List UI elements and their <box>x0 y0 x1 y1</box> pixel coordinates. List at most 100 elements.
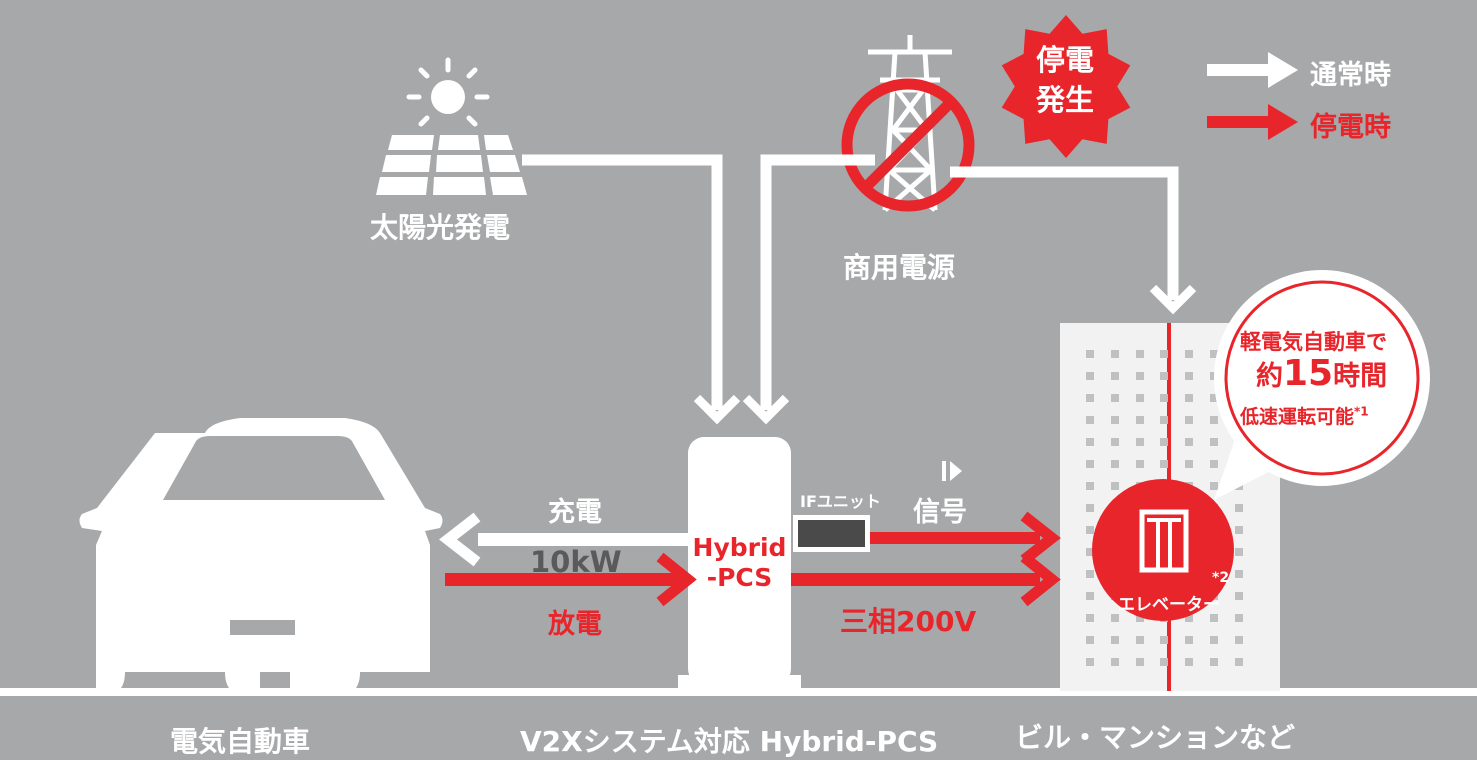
building-window <box>1185 372 1193 380</box>
building-window <box>1185 614 1193 622</box>
building-window <box>1136 350 1144 358</box>
building-caption: ビル・マンションなど <box>1015 721 1296 754</box>
callout-hours-number: 15 <box>1283 353 1334 394</box>
charge-arrow <box>439 512 690 567</box>
pcs-label-line2: -PCS <box>706 563 773 592</box>
building-window <box>1160 416 1168 424</box>
building-window <box>1235 658 1243 666</box>
building-window <box>1185 658 1193 666</box>
building-window <box>1185 636 1193 644</box>
building-window <box>1210 350 1218 358</box>
building-window <box>1210 636 1218 644</box>
grid-label: 商用電源 <box>843 251 956 284</box>
sun-icon <box>406 57 490 127</box>
building-window <box>1136 460 1144 468</box>
building-window <box>1086 350 1094 358</box>
charge-label: 充電 <box>548 497 602 528</box>
building-window <box>1136 394 1144 402</box>
building-window <box>1136 658 1144 666</box>
building-window <box>1111 482 1119 490</box>
discharge-arrow <box>445 552 697 607</box>
elevator-note: *2 <box>1212 570 1230 586</box>
building-window <box>1136 416 1144 424</box>
power-label: 10kW <box>530 545 622 579</box>
building-window <box>1210 658 1218 666</box>
building-window <box>1086 482 1094 490</box>
building-window <box>1086 570 1094 578</box>
building-window <box>1086 438 1094 446</box>
building-window <box>1111 460 1119 468</box>
building-window <box>1086 504 1094 512</box>
grid-to-building-line <box>950 166 1197 315</box>
building-window <box>1160 394 1168 402</box>
pcs-caption: V2Xシステム対応 Hybrid-PCS <box>520 725 939 758</box>
building-window <box>1235 614 1243 622</box>
building-window <box>1185 438 1193 446</box>
callout-inner-ring <box>1224 280 1420 476</box>
building-window <box>1111 416 1119 424</box>
pcs-label-line1: Hybrid <box>692 533 787 562</box>
building-window <box>1235 548 1243 556</box>
building-window <box>1086 658 1094 666</box>
building-window <box>1086 460 1094 468</box>
building-window <box>1235 570 1243 578</box>
building-window <box>1086 614 1094 622</box>
building-window <box>1185 460 1193 468</box>
legend-outage-arrow <box>1207 104 1298 140</box>
elevator-circle <box>1092 479 1234 621</box>
building-window <box>1235 592 1243 600</box>
outage-burst-line1: 停電 <box>1036 43 1095 77</box>
callout-line2-prefix: 約 <box>1256 361 1283 392</box>
if-unit-label: IFユニット <box>800 492 881 511</box>
signal-icon <box>942 461 962 481</box>
building-window <box>1086 372 1094 380</box>
building-window <box>1136 614 1144 622</box>
building-window <box>1160 636 1168 644</box>
building-window <box>1136 438 1144 446</box>
solar-to-pcs-line <box>522 154 741 425</box>
car-caption: 電気自動車 <box>170 725 311 758</box>
callout-line2: 約15時間 <box>1256 354 1387 397</box>
building-window <box>1086 416 1094 424</box>
building-window <box>1160 658 1168 666</box>
building-window <box>1210 394 1218 402</box>
callout-line3-text: 低速運転可能 <box>1240 406 1355 428</box>
elevator-icon <box>1139 509 1189 573</box>
building-window <box>1086 636 1094 644</box>
building-window <box>1160 350 1168 358</box>
building-window <box>1111 658 1119 666</box>
ground-line <box>0 688 1477 696</box>
building-window <box>1235 636 1243 644</box>
signal-label: 信号 <box>913 497 967 528</box>
building-window <box>1086 526 1094 534</box>
solar-panel-icon <box>376 135 527 195</box>
building-window <box>1136 636 1144 644</box>
car-details <box>163 436 385 635</box>
three-phase-label: 三相200V <box>840 605 977 638</box>
pcs-unit <box>688 437 791 685</box>
legend-normal-arrow <box>1207 52 1298 88</box>
building-window <box>1160 438 1168 446</box>
building-window <box>1111 438 1119 446</box>
if-unit-panel <box>798 520 865 547</box>
legend-outage-label: 停電時 <box>1310 112 1391 143</box>
discharge-label: 放電 <box>548 609 602 640</box>
building-window <box>1086 592 1094 600</box>
building-window <box>1160 460 1168 468</box>
building-window <box>1185 394 1193 402</box>
pcs-base <box>678 675 801 691</box>
three-phase-arrow <box>791 552 1061 607</box>
building-window <box>1210 460 1218 468</box>
pcs-label: Hybrid -PCS <box>692 533 787 593</box>
building-window <box>1160 372 1168 380</box>
outage-burst-shape <box>1001 15 1131 158</box>
building-window <box>1111 394 1119 402</box>
building-window <box>1111 350 1119 358</box>
solar-label: 太陽光発電 <box>370 211 511 244</box>
outage-burst-line2: 発生 <box>1036 83 1095 117</box>
building-window <box>1185 350 1193 358</box>
building-window <box>1235 526 1243 534</box>
prohibited-icon <box>841 78 975 212</box>
